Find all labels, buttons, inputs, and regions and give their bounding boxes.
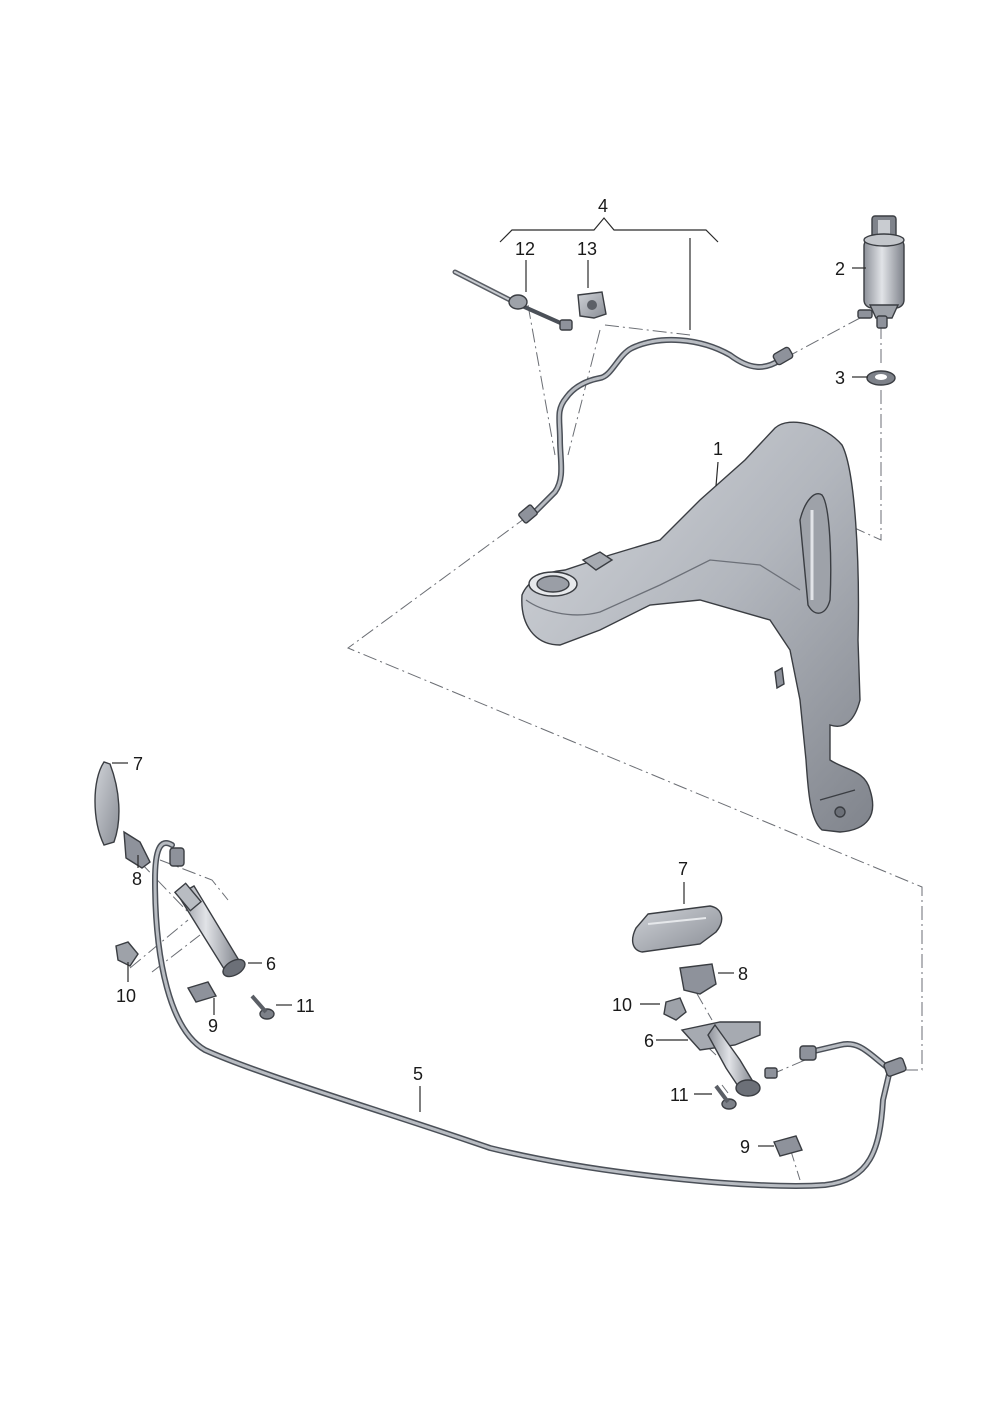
callout-10-left: 10 [116,986,136,1006]
hose-upper [518,337,794,524]
left-nozzle-cap [94,761,120,846]
callout-7-right: 7 [678,859,688,879]
left-clip-10 [115,941,139,967]
callout-6-left: 6 [266,954,276,974]
washer-reservoir [521,421,874,833]
leader-lines [112,238,868,1147]
callout-labels: 1 2 3 4 12 13 5 7 8 6 10 9 11 7 8 10 6 1… [116,196,845,1157]
washer-pump [857,215,905,329]
callout-4: 4 [598,196,608,216]
callout-11-left: 11 [296,996,315,1016]
callout-12: 12 [515,239,535,259]
callout-7-left: 7 [133,754,143,774]
right-screw-11 [714,1084,737,1110]
hose-clip [577,291,607,319]
right-bracket [679,963,717,995]
cable-tie [452,269,573,331]
callout-6-right: 6 [644,1031,654,1051]
callout-2: 2 [835,259,845,279]
hose-lower [152,840,907,1189]
callout-9-right: 9 [740,1137,750,1157]
callout-3: 3 [835,368,845,388]
right-clip-10 [663,997,687,1021]
right-spray-nozzle [680,1021,778,1097]
left-bracket [123,830,151,869]
left-screw-11 [250,994,275,1020]
callout-1: 1 [713,439,723,459]
bracket-4 [499,217,719,243]
left-spray-nozzle [173,882,246,978]
pump-seal [866,370,896,386]
callout-8-left: 8 [132,869,142,889]
right-nozzle-cap [631,905,723,953]
callout-8-right: 8 [738,964,748,984]
callout-13: 13 [577,239,597,259]
callout-10-right: 10 [612,995,632,1015]
left-clip-9 [186,981,218,1003]
right-clip-9 [773,1135,803,1157]
callout-11-right: 11 [670,1085,689,1105]
callout-5: 5 [413,1064,423,1084]
callout-9-left: 9 [208,1016,218,1036]
